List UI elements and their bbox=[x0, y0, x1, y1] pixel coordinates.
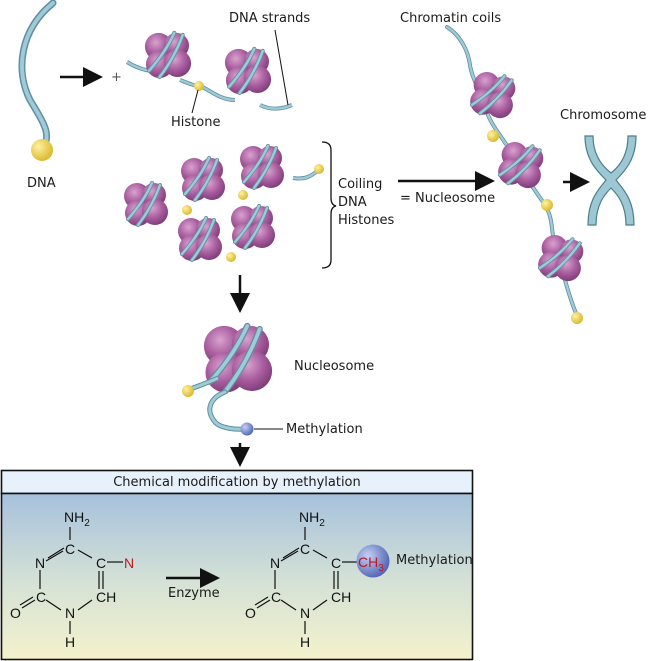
dna-label: DNA bbox=[27, 176, 56, 191]
atom-o: O bbox=[245, 605, 256, 621]
coiling-histones-label: Histones bbox=[338, 213, 395, 228]
atom-c: C bbox=[300, 541, 311, 557]
enzyme-label: Enzyme bbox=[168, 586, 220, 601]
atom-h: H bbox=[300, 634, 311, 650]
atom-n-substituent: N bbox=[124, 555, 135, 571]
dna-strands-label: DNA strands bbox=[229, 11, 311, 26]
chromosome-icon bbox=[584, 135, 637, 226]
panel-title: Chemical modification by methylation bbox=[113, 475, 361, 490]
plus-sign: + bbox=[111, 70, 122, 85]
coiling-label: Coiling bbox=[338, 177, 383, 192]
atom-ch: CH bbox=[331, 589, 352, 605]
atom-ch3: CH3 bbox=[358, 554, 384, 574]
atom-c: C bbox=[271, 589, 282, 605]
chromosome-label: Chromosome bbox=[560, 108, 647, 123]
histone-leader bbox=[191, 89, 199, 114]
equals-nucleosome-label: = Nucleosome bbox=[400, 191, 496, 206]
dna-end-bead bbox=[31, 139, 53, 161]
dna-strands-leader bbox=[274, 29, 289, 106]
nucleosome-large bbox=[182, 326, 272, 436]
chemical-panel bbox=[0, 469, 474, 661]
atom-c: C bbox=[65, 541, 76, 557]
methylation-label: Methylation bbox=[286, 422, 363, 437]
brace bbox=[321, 141, 337, 269]
atom-n: N bbox=[65, 605, 76, 621]
atom-o: O bbox=[10, 605, 21, 621]
methylcytosine-bonds bbox=[254, 527, 357, 634]
atom-n: N bbox=[300, 605, 311, 621]
histone-label: Histone bbox=[171, 115, 221, 130]
atom-nh2: NH2 bbox=[64, 509, 90, 529]
nucleosome-pair bbox=[125, 33, 293, 111]
atom-c: C bbox=[331, 555, 342, 571]
methylation-panel-label: Methylation bbox=[396, 553, 473, 568]
nucleosome-label: Nucleosome bbox=[294, 359, 375, 374]
methyl-group-circle bbox=[356, 544, 390, 578]
atom-nh2: NH2 bbox=[299, 509, 325, 529]
atom-c: C bbox=[36, 589, 47, 605]
coiling-dna-label: DNA bbox=[338, 195, 367, 210]
methyl-group-bead bbox=[240, 422, 254, 436]
chromatin-coil bbox=[445, 25, 590, 324]
atom-c: C bbox=[96, 555, 107, 571]
atom-n: N bbox=[270, 555, 281, 571]
atom-n: N bbox=[35, 555, 46, 571]
cytosine-bonds bbox=[19, 527, 123, 634]
atom-ch: CH bbox=[96, 589, 117, 605]
chromatin-coils-label: Chromatin coils bbox=[400, 11, 502, 26]
atom-h: H bbox=[65, 634, 76, 650]
nucleosome-cluster bbox=[122, 144, 324, 263]
dna-strand bbox=[18, 0, 57, 161]
